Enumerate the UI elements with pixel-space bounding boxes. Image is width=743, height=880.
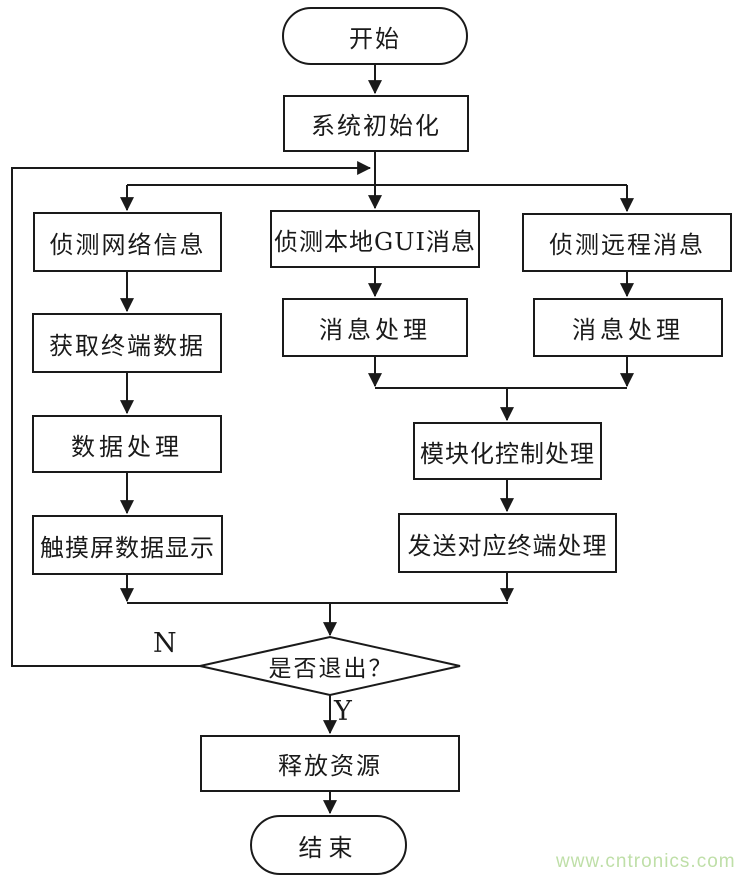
edge-label-yes: Y xyxy=(334,696,352,727)
node-end: 结束 xyxy=(250,815,407,875)
node-system-init: 系统初始化 xyxy=(283,95,469,152)
watermark: www.cntronics.com xyxy=(556,851,736,872)
decision-diamond-shape xyxy=(199,635,461,697)
node-local-msg-processing: 消息处理 xyxy=(282,298,468,357)
node-detect-local-gui: 侦测本地GUI消息 xyxy=(270,210,480,268)
node-release-resources: 释放资源 xyxy=(200,735,460,792)
node-remote-msg-processing: 消息处理 xyxy=(533,298,723,357)
edge-loop-no-return xyxy=(11,161,372,667)
node-data-processing: 数据处理 xyxy=(32,415,222,473)
node-get-terminal-data: 获取终端数据 xyxy=(32,313,222,373)
node-send-terminal: 发送对应终端处理 xyxy=(398,513,617,573)
node-detect-remote: 侦测远程消息 xyxy=(522,213,732,272)
node-touchscreen-display: 触摸屏数据显示 xyxy=(32,515,223,575)
node-start: 开始 xyxy=(282,7,468,65)
node-detect-network: 侦测网络信息 xyxy=(33,212,222,272)
edge-label-no: N xyxy=(153,628,177,659)
node-modular-control: 模块化控制处理 xyxy=(413,422,602,480)
node-exit-decision: 是否退出？ xyxy=(268,656,394,682)
